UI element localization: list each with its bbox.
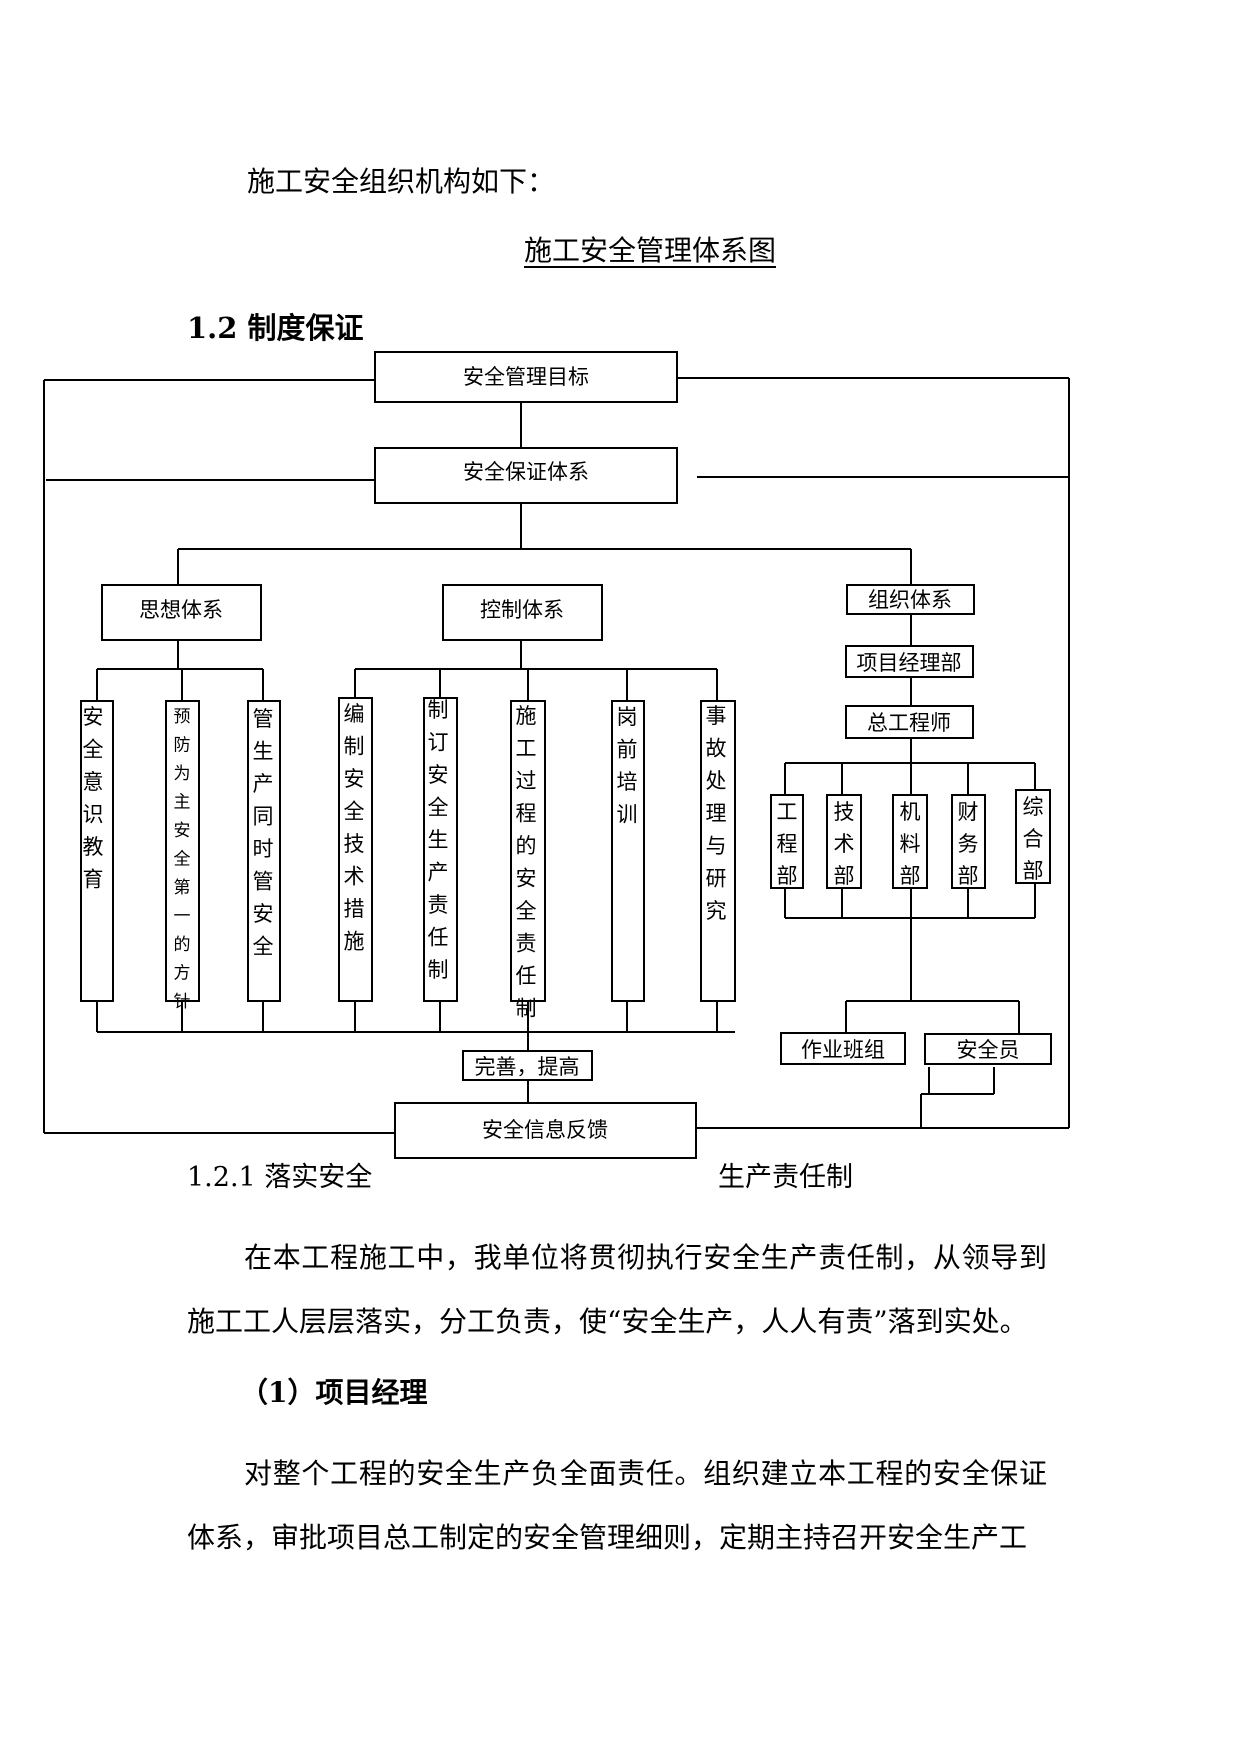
box-thought-item-2 (165, 700, 200, 1002)
label-control-item-3: 施工过程的安全责任制 (516, 704, 537, 1021)
box-dept-2 (826, 794, 862, 889)
label-dept-2: 技术部 (834, 800, 855, 888)
section-heading-1-2-1-part2: 生产责任制 (718, 1162, 853, 1193)
box-control-item-5 (700, 700, 736, 1002)
label-thought: 思想体系 (139, 598, 223, 622)
label-dept-1: 工程部 (777, 800, 798, 888)
paragraph-project-manager: 对整个工程的安全生产负全面责任。组织建立本工程的安全保证体系，审批项目总工制定的… (187, 1457, 1047, 1554)
box-control-item-4 (611, 700, 645, 1002)
box-control (442, 584, 603, 641)
label-control-item-4: 岗前培训 (617, 705, 638, 827)
box-dept-5 (1015, 789, 1051, 884)
box-chief-engineer (845, 705, 974, 739)
heading-project-manager: （1）项目经理 (240, 1376, 428, 1409)
label-organization: 组织体系 (868, 588, 952, 612)
box-feedback (394, 1102, 697, 1159)
chart-title: 施工安全管理体系图 (523, 234, 776, 267)
label-dept-5: 综合部 (1023, 795, 1044, 883)
label-work-team: 作业班组 (801, 1038, 885, 1062)
box-improve (462, 1050, 593, 1081)
label-improve: 完善，提高 (475, 1055, 580, 1079)
label-guarantee: 安全保证体系 (463, 460, 589, 484)
box-control-item-1 (338, 697, 373, 1002)
label-safety-officer: 安全员 (957, 1038, 1020, 1062)
box-control-item-2 (423, 697, 458, 1002)
label-goal: 安全管理目标 (463, 365, 589, 389)
box-dept-3 (892, 794, 928, 889)
box-goal (374, 351, 678, 403)
label-control-item-1: 编制安全技术措施 (344, 702, 365, 954)
box-guarantee (374, 447, 678, 504)
label-pm-dept: 项目经理部 (857, 651, 962, 675)
label-dept-4: 财务部 (958, 800, 979, 888)
box-control-item-3 (510, 700, 546, 1002)
label-dept-3: 机料部 (900, 800, 921, 888)
box-work-team (780, 1032, 906, 1065)
intro-text: 施工安全组织机构如下： (247, 165, 556, 198)
label-control-item-2: 制订安全生产责任制 (428, 698, 449, 982)
label-chief-engineer: 总工程师 (867, 711, 951, 735)
label-control: 控制体系 (480, 598, 564, 622)
section-heading-1-2: 1.2 制度保证 (187, 311, 364, 345)
label-feedback: 安全信息反馈 (482, 1118, 608, 1142)
paragraph-responsibility: 在本工程施工中，我单位将贯彻执行安全生产责任制，从领导到施工工人层层落实，分工负… (187, 1241, 1047, 1338)
label-thought-item-1: 安全意识教育 (83, 705, 104, 892)
box-organization (846, 584, 975, 615)
box-dept-4 (951, 794, 986, 889)
box-pm-dept (845, 645, 974, 678)
box-thought-item-3 (247, 700, 281, 1002)
box-safety-officer (924, 1033, 1052, 1065)
label-thought-item-3: 管生产同时管安全 (253, 707, 274, 959)
box-thought (101, 584, 262, 641)
box-thought-item-1 (80, 700, 114, 1002)
label-thought-item-2: 预防为主安全第一的方针 (174, 707, 191, 1012)
label-control-item-5: 事故处理与研究 (706, 704, 727, 923)
box-dept-1 (770, 794, 804, 889)
section-heading-1-2-1-part1: 1.2.1 落实安全 (187, 1162, 373, 1193)
